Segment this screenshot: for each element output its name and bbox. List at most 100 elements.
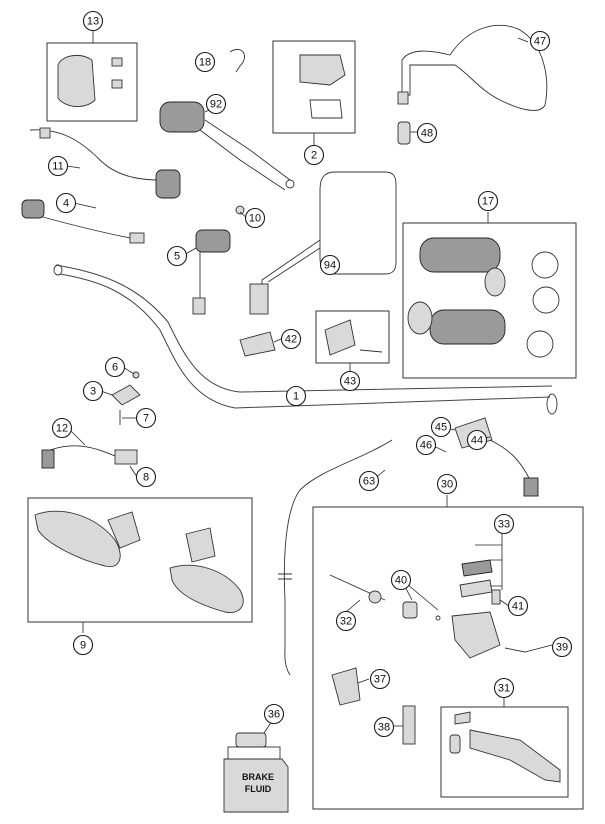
callout-number: 10 [249, 213, 261, 225]
cable-44 [489, 439, 531, 481]
callout-number: 32 [340, 616, 352, 628]
seal-40 [435, 615, 441, 621]
callout-31: 31 [493, 677, 515, 699]
part-8 [114, 449, 138, 465]
part-3 [111, 384, 141, 406]
callout-number: 47 [534, 36, 546, 48]
master-cylinder-30 [451, 611, 501, 659]
callout-number: 40 [395, 575, 407, 587]
reservoir-cap-33 [461, 559, 493, 577]
part-37 [331, 667, 361, 706]
handlebar-end [546, 393, 558, 415]
box-9 [27, 497, 253, 623]
screw-13a [111, 57, 123, 67]
callout-2: 2 [303, 144, 325, 166]
callout-5: 5 [166, 245, 188, 267]
cable-12-plug [41, 449, 55, 469]
callout-number: 41 [512, 601, 524, 613]
handlebar [55, 264, 553, 409]
callout-number: 2 [311, 150, 317, 162]
part-41 [491, 589, 501, 605]
harness-11-housing [155, 169, 181, 199]
callout-63: 63 [358, 470, 380, 492]
callout-44: 44 [466, 429, 488, 451]
callout-12: 12 [51, 417, 73, 439]
callout-17: 17 [477, 190, 499, 212]
screw-13b [111, 79, 123, 89]
callout-number: 6 [112, 362, 118, 374]
callout-37: 37 [369, 668, 391, 690]
callout-9: 9 [72, 634, 94, 656]
callout-number: 38 [378, 722, 390, 734]
switch-5-plug [192, 297, 206, 315]
box-17 [402, 222, 577, 379]
handlebar-end-left [53, 264, 63, 276]
switch-4 [21, 199, 45, 219]
callout-number: 13 [87, 16, 99, 28]
callout-number: 94 [324, 260, 336, 272]
callout-92: 92 [205, 93, 227, 115]
guard-9-right [169, 564, 244, 613]
callout-46: 46 [415, 434, 437, 456]
screw-46 [437, 447, 447, 453]
cable-12 [49, 445, 121, 459]
callout-13: 13 [82, 10, 104, 32]
callout-number: 48 [421, 128, 433, 140]
bracket-9-left [107, 511, 141, 549]
box-13 [46, 42, 138, 122]
callout-40: 40 [390, 569, 412, 591]
callout-41: 41 [507, 595, 529, 617]
boot-40 [402, 601, 418, 619]
callout-number: 46 [420, 440, 432, 452]
lever-31 [469, 729, 561, 783]
plug-44 [523, 477, 539, 497]
harness-11 [29, 129, 161, 181]
mirror-94-stem [261, 239, 321, 312]
part-38-card [402, 705, 416, 745]
callout-number: 8 [143, 472, 149, 484]
part-13 [57, 54, 96, 107]
callout-number: 33 [498, 519, 510, 531]
callout-1: 1 [285, 385, 307, 407]
line-break [278, 573, 292, 580]
part-48 [397, 121, 411, 145]
callout-number: 9 [80, 640, 86, 652]
callout-7: 7 [135, 407, 157, 429]
clamp-43-bolt [359, 349, 383, 353]
callout-number: 18 [199, 57, 211, 69]
callout-30: 30 [436, 473, 458, 495]
callout-number: 45 [435, 422, 447, 434]
callout-number: 43 [344, 376, 356, 388]
callout-3: 3 [82, 380, 104, 402]
callout-number: 11 [52, 161, 63, 173]
callout-43: 43 [339, 370, 361, 392]
switch-5 [195, 229, 231, 253]
callout-38: 38 [373, 716, 395, 738]
bracket-9-right [185, 527, 216, 563]
part-10 [235, 205, 245, 215]
callout-number: 17 [482, 196, 494, 208]
callout-number: 92 [210, 99, 222, 111]
lever-31-pivot [454, 711, 471, 725]
callout-number: 37 [374, 674, 386, 686]
callout-47: 47 [529, 30, 551, 52]
box-30 [312, 506, 584, 810]
brake-fluid-36: BRAKE FLUID [223, 732, 289, 813]
switch-4-cable [35, 214, 131, 239]
box-31 [440, 706, 569, 798]
callout-36: 36 [263, 703, 285, 725]
mirror-47 [401, 24, 548, 111]
callout-8: 8 [135, 466, 157, 488]
switch-4-plug [129, 232, 145, 244]
grip-set-17 [407, 237, 560, 358]
callout-45: 45 [430, 416, 452, 438]
callout-18: 18 [194, 51, 216, 73]
callout-number: 31 [498, 683, 510, 695]
fluid-label-line1: BRAKE [242, 772, 274, 782]
callout-number: 42 [285, 334, 297, 346]
lever-31-adjuster [449, 734, 461, 754]
callout-number: 4 [63, 198, 69, 210]
callout-10: 10 [244, 207, 266, 229]
